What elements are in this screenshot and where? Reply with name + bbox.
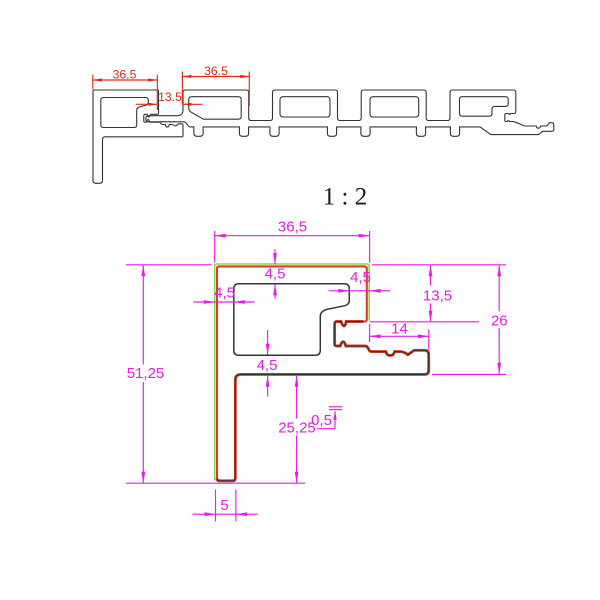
svg-text:36.5: 36.5 (204, 64, 228, 78)
svg-text:4,5: 4,5 (265, 266, 286, 283)
svg-text:36.5: 36.5 (113, 67, 137, 81)
svg-text:0,5: 0,5 (311, 412, 332, 429)
svg-text:4,5: 4,5 (257, 357, 278, 374)
svg-text:4,5: 4,5 (350, 269, 371, 286)
svg-text:51,25: 51,25 (127, 365, 165, 382)
svg-text:14: 14 (391, 321, 408, 338)
svg-text:13.5: 13.5 (158, 90, 182, 104)
svg-text:26: 26 (491, 313, 508, 330)
svg-text:13,5: 13,5 (423, 287, 452, 304)
svg-text:4,5: 4,5 (214, 285, 235, 302)
svg-text:25,25: 25,25 (278, 420, 316, 437)
svg-text:1 : 2: 1 : 2 (323, 184, 367, 211)
svg-text:5: 5 (220, 497, 228, 514)
svg-text:36,5: 36,5 (278, 219, 307, 236)
